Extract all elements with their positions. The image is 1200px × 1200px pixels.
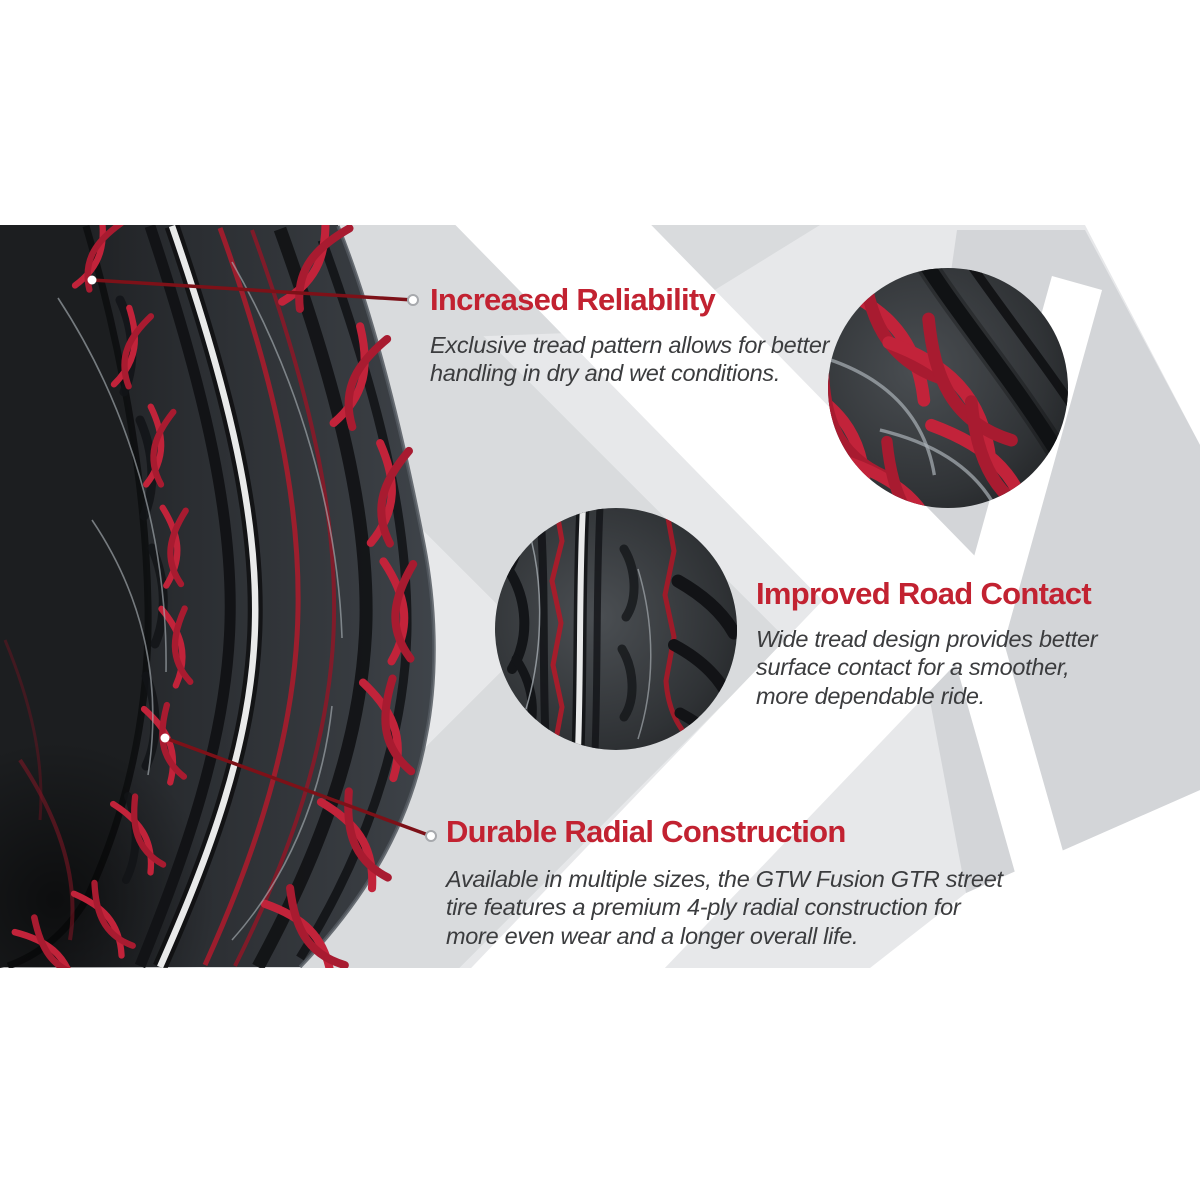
- callout-improved-road-contact: Improved Road Contact Wide tread design …: [756, 576, 1098, 710]
- tire-photo: [0, 225, 436, 968]
- callout-durable-radial-construction: Durable Radial Construction Available in…: [446, 814, 1003, 950]
- callout-title: Durable Radial Construction: [446, 814, 846, 849]
- tread-inset-top: [828, 268, 1068, 508]
- leader-line-2: [160, 733, 437, 842]
- callout-increased-reliability: Increased Reliability Exclusive tread pa…: [430, 282, 830, 388]
- callout-title: Improved Road Contact: [756, 576, 1092, 611]
- leader-line-1: [87, 275, 419, 306]
- leader-dot: [160, 733, 170, 743]
- callout-body: Available in multiple sizes, the GTW Fus…: [446, 865, 1003, 949]
- leader-ring: [407, 294, 419, 306]
- leader-dot: [87, 275, 97, 285]
- callout-title: Increased Reliability: [430, 282, 716, 317]
- callout-body: Wide tread design provides better surfac…: [756, 625, 1098, 709]
- callout-body: Exclusive tread pattern allows for bette…: [430, 331, 830, 387]
- leader-ring: [425, 830, 437, 842]
